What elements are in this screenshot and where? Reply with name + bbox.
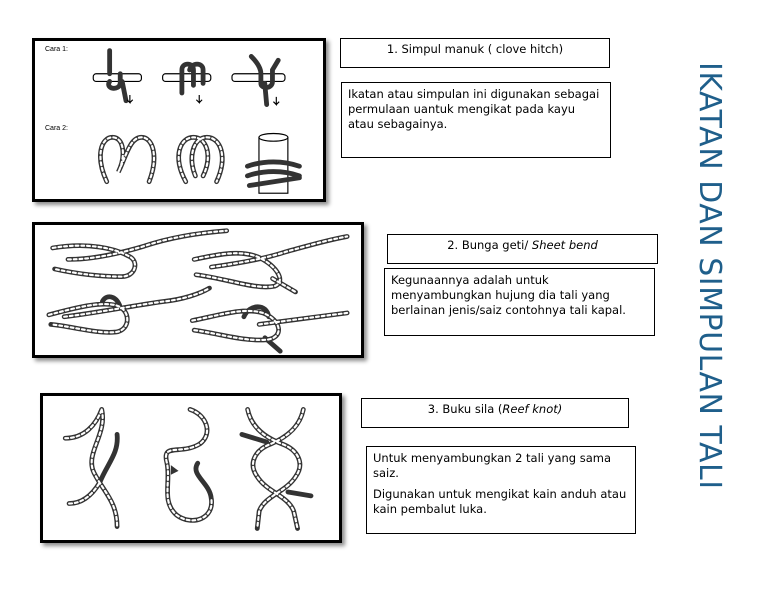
sheet-bend-step-1	[50, 228, 230, 280]
section-2-description: Kegunaannya adalah untuk menyambungkan h…	[384, 268, 655, 336]
sheet-bend-step-2	[191, 234, 350, 295]
reef-knot-figure	[40, 393, 342, 543]
page-title: IKATAN DAN SIMPULAN TALI	[692, 62, 727, 490]
cara-2-label: Cara 2:	[45, 125, 68, 132]
clove-hitch-illustration	[92, 48, 302, 194]
cara-2-step-1	[98, 134, 157, 185]
clove-hitch-figure: Cara 1: Cara 2:	[32, 38, 326, 202]
reef-knot-illustration	[62, 407, 314, 531]
cara-1-label: Cara 1:	[45, 46, 68, 53]
section-3-description: Untuk menyambungkan 2 tali yang sama sai…	[366, 446, 636, 534]
reef-knot-step-2	[163, 407, 214, 523]
reef-knot-step-1	[62, 407, 120, 529]
cara-2-step-3	[244, 132, 302, 194]
reef-knot-step-3	[239, 407, 314, 531]
section-2-title: 2. Bunga geti/ Sheet bend	[387, 234, 658, 264]
cara-1-step-3	[231, 54, 286, 107]
cara-1-step-2	[162, 61, 212, 105]
cara-1-step-1	[92, 48, 143, 105]
section-1-title: 1. Simpul manuk ( clove hitch)	[340, 38, 610, 68]
sheet-bend-step-3	[46, 285, 212, 335]
section-3-title: 3. Buku sila (Reef knot)	[361, 398, 629, 428]
sheet-bend-step-4	[189, 304, 350, 354]
section-1-description: Ikatan atau simpulan ini digunakan sebag…	[341, 82, 611, 158]
sheet-bend-figure	[32, 222, 364, 358]
cara-2-step-2	[176, 134, 225, 185]
sheet-bend-illustration	[46, 228, 350, 354]
